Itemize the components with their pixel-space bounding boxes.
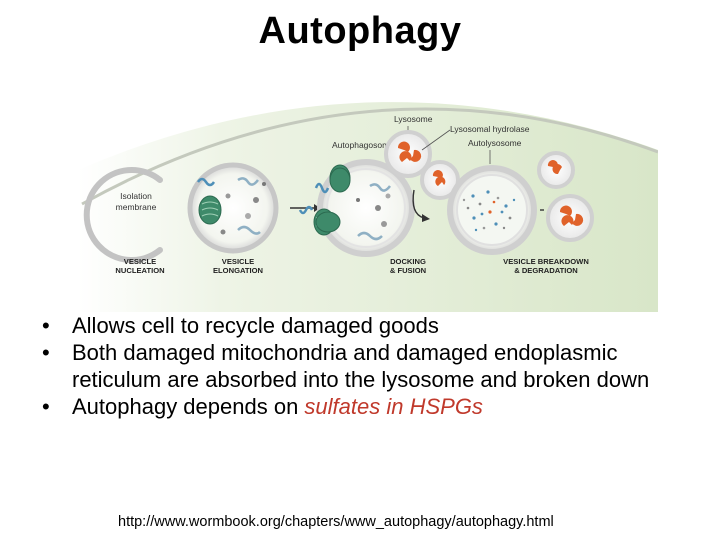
bullet-glyph: • bbox=[42, 339, 50, 366]
stage-nucleation-1: VESICLE bbox=[124, 257, 157, 266]
label-isolation-1: Isolation bbox=[120, 191, 152, 201]
stage-docking-2: & FUSION bbox=[390, 266, 426, 275]
label-autolysosome: Autolysosome bbox=[468, 138, 522, 148]
autophagy-diagram: Isolation membrane Autophagosome bbox=[78, 100, 658, 312]
bullet-list: • Allows cell to recycle damaged goods •… bbox=[42, 312, 682, 420]
bullet-glyph: • bbox=[42, 393, 50, 420]
label-isolation-2: membrane bbox=[116, 202, 157, 212]
label-lysosome: Lysosome bbox=[394, 114, 433, 124]
bullet-glyph: • bbox=[42, 312, 50, 339]
stage-elongation-1: VESICLE bbox=[222, 257, 255, 266]
stage-elongation-2: ELONGATION bbox=[213, 266, 263, 275]
bullet-text: Allows cell to recycle damaged goods bbox=[72, 313, 439, 338]
bullet-item: • Allows cell to recycle damaged goods bbox=[42, 312, 682, 339]
bullet-text: Both damaged mitochondria and damaged en… bbox=[72, 340, 649, 392]
bullet-text: Autophagy depends on bbox=[72, 394, 304, 419]
slide-title: Autophagy bbox=[0, 10, 720, 53]
stage-docking-1: DOCKING bbox=[390, 257, 426, 266]
bullet-emphasis: sulfates in HSPGs bbox=[304, 394, 483, 419]
source-url[interactable]: http://www.wormbook.org/chapters/www_aut… bbox=[118, 514, 554, 530]
stage-breakdown-1: VESICLE BREAKDOWN bbox=[503, 257, 589, 266]
bullet-item: • Both damaged mitochondria and damaged … bbox=[42, 339, 682, 393]
stage-breakdown-2: & DEGRADATION bbox=[514, 266, 578, 275]
bullet-item: • Autophagy depends on sulfates in HSPGs bbox=[42, 393, 682, 420]
mitochondrion bbox=[199, 196, 221, 224]
stage-nucleation-2: NUCLEATION bbox=[115, 266, 164, 275]
autophagy-diagram-svg: Isolation membrane Autophagosome bbox=[78, 100, 658, 312]
label-lysosomal-hydrolase: Lysosomal hydrolase bbox=[450, 124, 530, 134]
